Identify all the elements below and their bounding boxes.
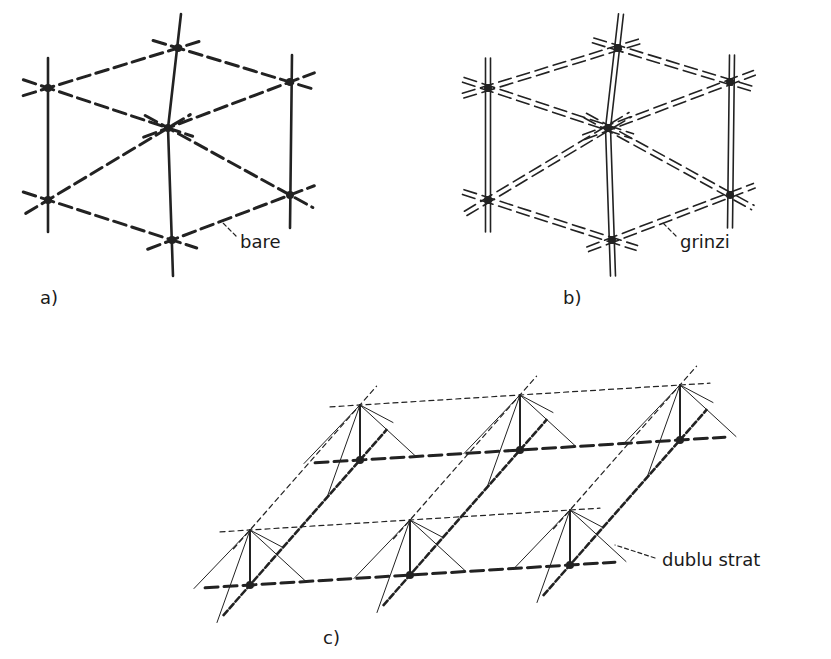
- vertical-bar: [485, 58, 487, 232]
- joint-node: [726, 78, 734, 86]
- diagonal-strut: [410, 520, 443, 538]
- top-chord: [233, 386, 376, 549]
- part-label: grinzi: [680, 232, 730, 252]
- panel-letter: b): [563, 288, 581, 308]
- diagonal-strut: [520, 395, 576, 447]
- dashed-member: [584, 118, 752, 210]
- panel-letter: c): [323, 628, 340, 648]
- joint-node: [608, 236, 616, 244]
- joint-node: [164, 124, 172, 132]
- dashed-member: [463, 82, 632, 138]
- top-chord: [553, 366, 696, 529]
- joint-node: [246, 581, 254, 589]
- diagonal-strut: [680, 385, 736, 437]
- panel-letter: a): [40, 288, 58, 308]
- leader-line: [222, 222, 236, 236]
- diagonal-strut: [217, 530, 250, 623]
- double-layer-grid: [194, 366, 736, 622]
- diagonal-strut: [360, 405, 416, 457]
- joint-node: [726, 191, 734, 199]
- diagonal-strut: [410, 520, 466, 572]
- joint-node: [356, 456, 364, 464]
- double-beam-grid: [462, 14, 755, 276]
- joint-node: [174, 44, 182, 52]
- joint-node: [614, 44, 622, 52]
- diagonal-strut: [647, 385, 680, 478]
- diagonal-strut: [680, 385, 713, 403]
- top-chord: [393, 376, 536, 539]
- joint-node: [44, 196, 52, 204]
- dashed-member: [464, 112, 629, 211]
- diagonal-strut: [327, 405, 360, 498]
- vertical-bar: [168, 14, 181, 128]
- joint-node: [44, 84, 52, 92]
- diagonal-strut: [464, 395, 520, 454]
- joint-node: [604, 124, 612, 132]
- diagonal-strut: [520, 395, 553, 413]
- vertical-post: [359, 405, 361, 460]
- leader-line: [615, 545, 655, 558]
- part-label: dublu strat: [662, 550, 760, 570]
- vertical-bar: [606, 128, 611, 276]
- diagonal-strut: [354, 520, 410, 579]
- vertical-bar: [490, 58, 492, 232]
- bar-grid: [23, 14, 315, 276]
- dashed-member: [144, 73, 315, 137]
- diagonal-strut: [624, 385, 680, 444]
- diagonal-strut: [537, 510, 570, 603]
- diagonal-strut: [194, 530, 250, 589]
- dashed-member: [462, 194, 635, 250]
- vertical-post: [519, 395, 521, 450]
- joint-node: [566, 561, 574, 569]
- diagonal-strut: [570, 510, 603, 528]
- joint-node: [286, 191, 294, 199]
- bottom-chord: [224, 430, 387, 615]
- joint-node: [484, 196, 492, 204]
- joint-node: [516, 446, 524, 454]
- vertical-post: [249, 530, 251, 585]
- diagonal-strut: [377, 520, 410, 613]
- vertical-post: [409, 520, 411, 575]
- joint-node: [286, 78, 294, 86]
- diagonal-strut: [570, 510, 626, 562]
- joint-node: [406, 571, 414, 579]
- vertical-bar: [610, 14, 623, 128]
- diagonal-strut: [487, 395, 520, 488]
- bottom-chord: [384, 420, 547, 605]
- leader-line: [662, 222, 676, 236]
- diagonal-strut: [514, 510, 570, 569]
- vertical-bar: [168, 128, 173, 276]
- diagonal-strut: [250, 530, 306, 582]
- part-label: bare: [240, 232, 281, 252]
- diagonal-strut: [360, 405, 393, 423]
- diagonal-strut: [250, 530, 283, 548]
- vertical-post: [679, 385, 681, 440]
- dashed-member: [26, 115, 191, 214]
- vertical-post: [569, 510, 571, 565]
- joint-node: [168, 236, 176, 244]
- diagonal-strut: [304, 405, 360, 464]
- vertical-bar: [610, 128, 615, 276]
- joint-node: [676, 436, 684, 444]
- joint-node: [484, 84, 492, 92]
